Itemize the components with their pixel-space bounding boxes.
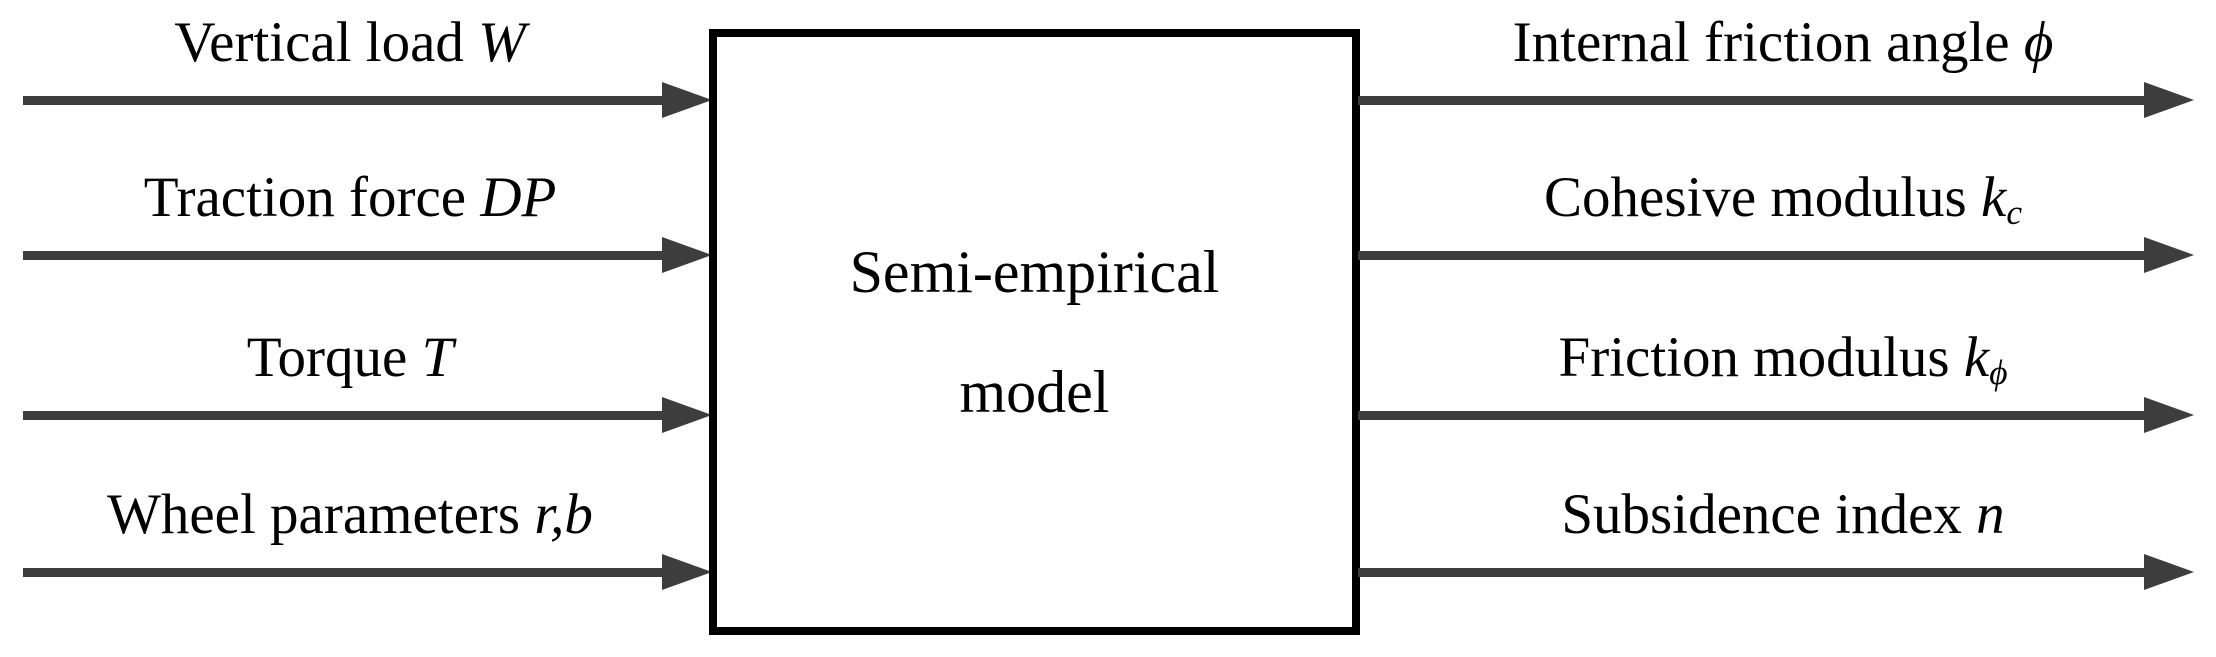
input-arrow-wheel-parameters — [23, 554, 712, 590]
arrow-head — [662, 82, 712, 118]
arrow-shaft — [1358, 411, 2146, 420]
arrow-head — [2144, 397, 2194, 433]
arrow-head — [2144, 237, 2194, 273]
arrow-shaft — [1358, 251, 2146, 260]
model-block-label-line2: model — [959, 359, 1110, 425]
output-arrow-internal-friction-angle — [1358, 82, 2194, 118]
output-label-subsidence-index: Subsidence index n — [1378, 486, 2188, 543]
output-label-cohesive-modulus: Cohesive modulus kc — [1378, 169, 2188, 230]
input-label-traction-force: Traction force DP — [0, 169, 700, 226]
output-label-text: Subsidence index — [1561, 483, 1977, 546]
output-label-text: Cohesive modulus — [1544, 166, 1981, 229]
input-arrow-vertical-load — [23, 82, 712, 118]
output-label-subscript: ϕ — [1989, 352, 2008, 392]
arrow-head — [662, 397, 712, 433]
output-label-text: Friction modulus — [1558, 326, 1964, 389]
arrow-shaft — [23, 96, 664, 105]
output-label-symbol: ϕ — [2023, 11, 2054, 74]
arrow-shaft — [1358, 96, 2146, 105]
input-label-text: Traction force — [143, 166, 481, 229]
input-label-text: Wheel parameters — [107, 483, 535, 546]
arrow-head — [2144, 82, 2194, 118]
input-label-wheel-parameters: Wheel parameters r,b — [0, 486, 700, 543]
input-label-symbol: r,b — [534, 483, 593, 546]
output-label-text: Internal friction angle — [1512, 11, 2024, 74]
input-label-symbol: DP — [480, 166, 557, 229]
output-label-internal-friction-angle: Internal friction angle ϕ — [1378, 14, 2188, 71]
input-label-text: Torque — [246, 326, 422, 389]
model-block-label-line1: Semi-empirical — [849, 239, 1220, 305]
input-label-symbol: W — [478, 11, 526, 74]
input-label-vertical-load: Vertical load W — [0, 14, 700, 71]
output-label-friction-modulus: Friction modulus kϕ — [1378, 329, 2188, 390]
arrow-shaft — [23, 411, 664, 420]
arrow-head — [662, 554, 712, 590]
output-arrow-cohesive-modulus — [1358, 237, 2194, 273]
arrow-shaft — [23, 251, 664, 260]
semi-empirical-model-block: Semi-empirical model — [709, 29, 1360, 635]
input-label-symbol: T — [421, 326, 454, 389]
input-arrow-torque — [23, 397, 712, 433]
arrow-head — [662, 237, 712, 273]
output-label-symbol: n — [1976, 483, 2005, 546]
arrow-shaft — [1358, 568, 2146, 577]
input-label-torque: Torque T — [0, 329, 700, 386]
output-label-symbol: k — [1981, 166, 2007, 229]
output-arrow-subsidence-index — [1358, 554, 2194, 590]
input-label-text: Vertical load — [174, 11, 479, 74]
arrow-head — [2144, 554, 2194, 590]
output-label-symbol: k — [1963, 326, 1990, 389]
model-block-label: Semi-empirical model — [717, 37, 1352, 627]
arrow-shaft — [23, 568, 664, 577]
input-arrow-traction-force — [23, 237, 712, 273]
output-label-subscript: c — [2006, 192, 2022, 232]
output-arrow-friction-modulus — [1358, 397, 2194, 433]
